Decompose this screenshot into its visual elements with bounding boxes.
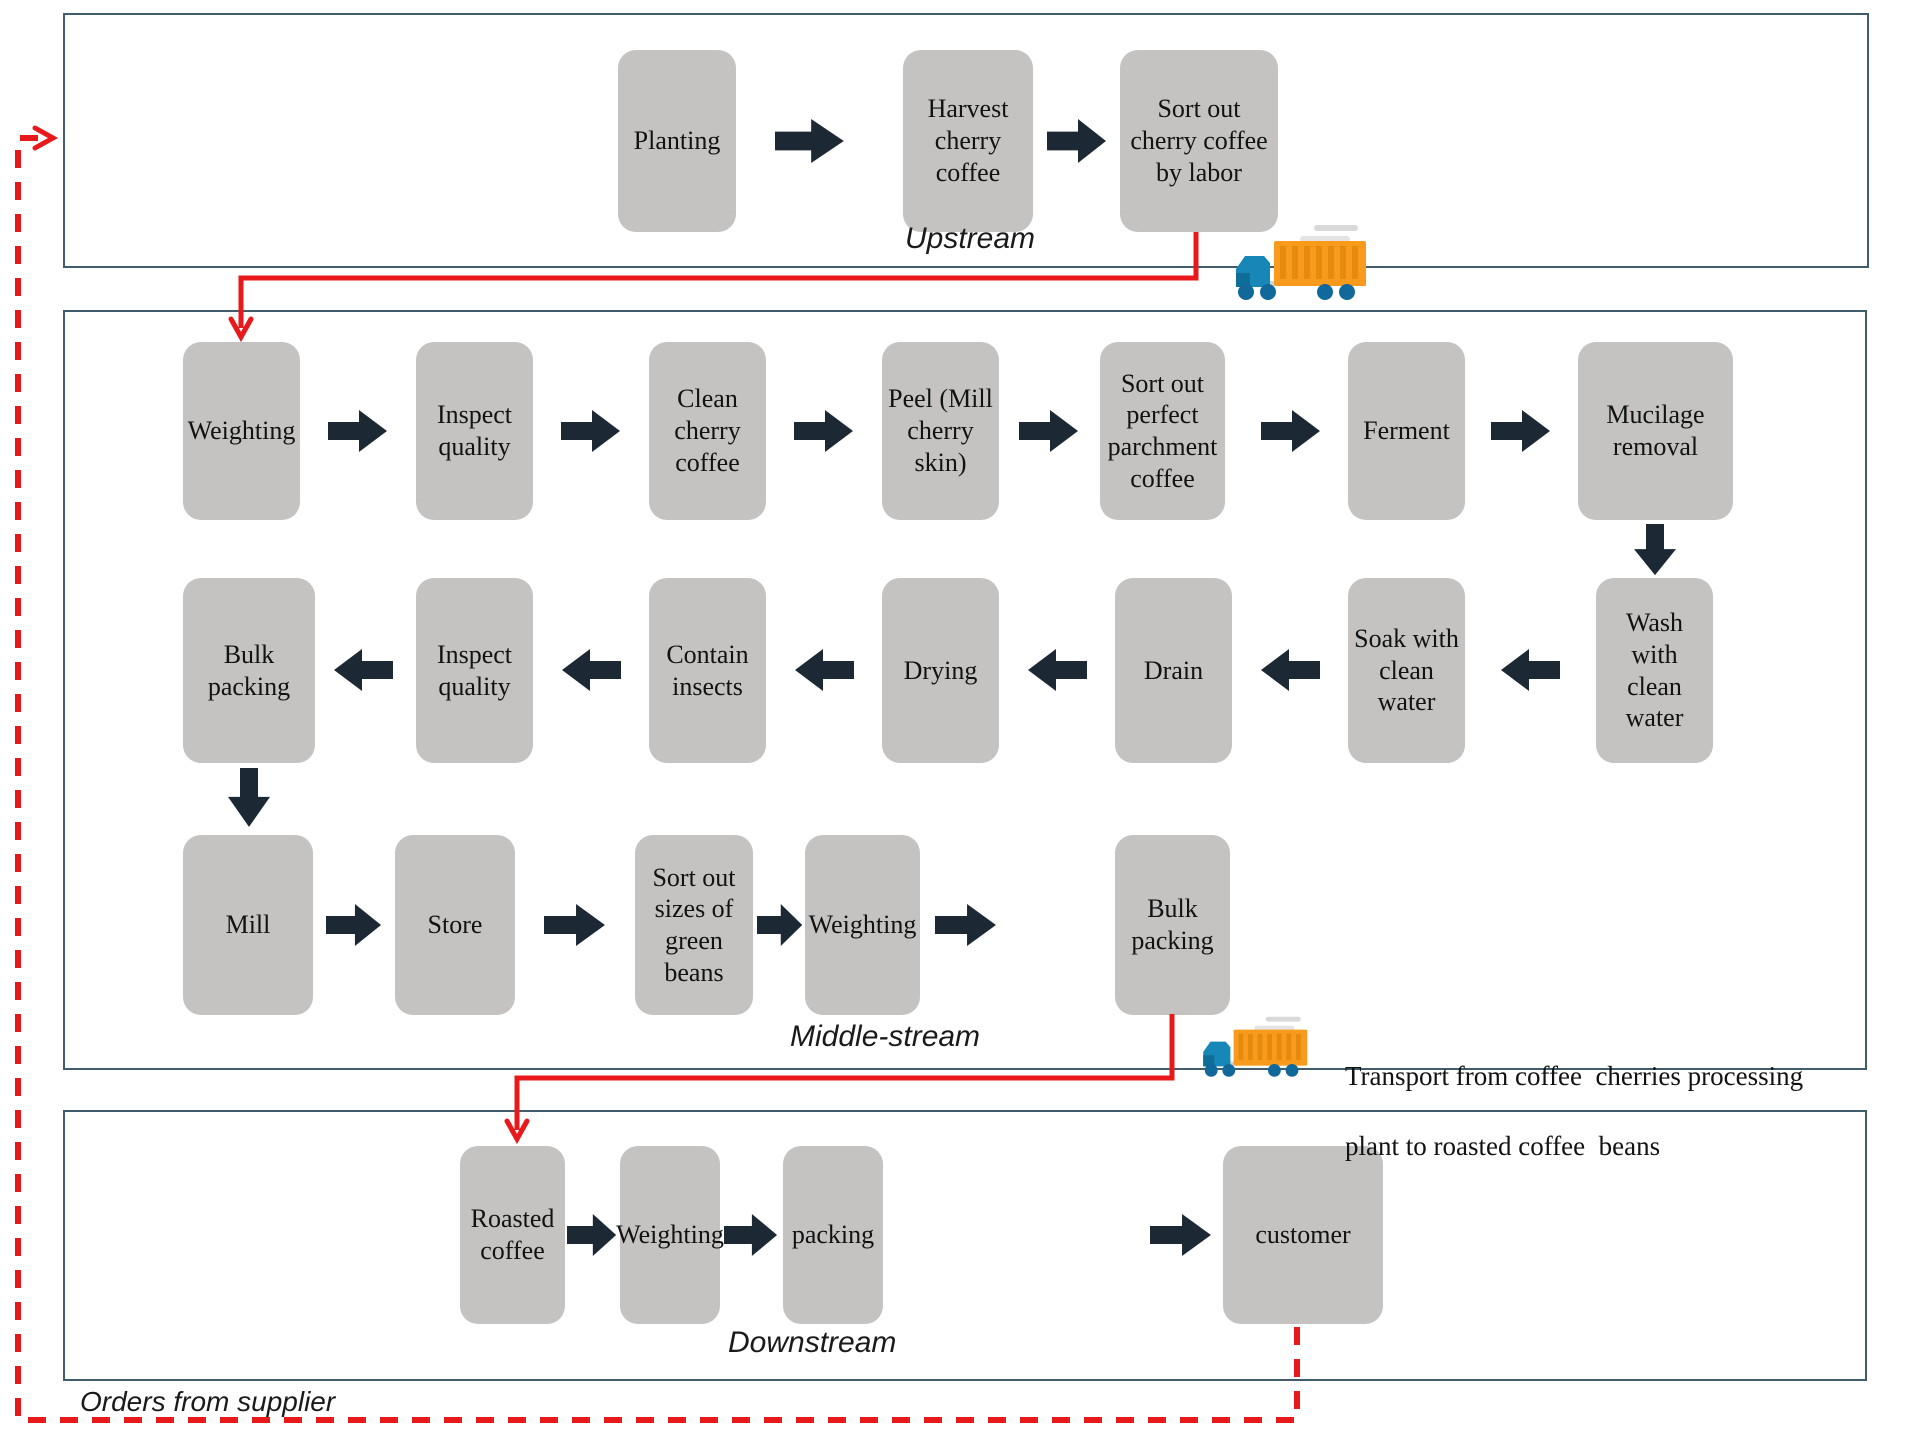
process-node-roasted-coffee: Roasted coffee — [460, 1146, 565, 1324]
node-label: packing — [791, 1220, 875, 1250]
process-node-weighting-1: Weighting — [183, 342, 300, 520]
flow-arrow-right — [1261, 410, 1320, 452]
process-node-planting: Planting — [618, 50, 736, 232]
flow-arrow-right — [326, 904, 382, 946]
process-node-mill: Mill — [183, 835, 313, 1015]
node-label: Drying — [903, 655, 978, 685]
node-label: Wash with clean water — [1625, 608, 1684, 733]
flow-arrow-right — [724, 1214, 778, 1256]
node-label: Weighting — [616, 1220, 724, 1250]
upstream-label: Upstream — [905, 222, 1036, 255]
process-node-clean-cherry: Clean cherry coffee — [649, 342, 766, 520]
transport-note-line2: plant to roasted coffee beans — [1345, 1131, 1661, 1162]
flow-arrow-right — [935, 904, 996, 946]
flow-arrow-right — [1150, 1214, 1211, 1256]
flow-arrow-left — [334, 649, 393, 691]
flow-arrow-right — [544, 904, 605, 946]
downstream-label: Downstream — [728, 1326, 897, 1359]
truck-icon — [1203, 1016, 1308, 1077]
orders-from-supplier-label: Orders from supplier — [80, 1386, 336, 1417]
node-label: Sort out cherry coffee by labor — [1130, 94, 1268, 187]
flow-arrow-right — [1019, 410, 1078, 452]
flow-arrow-left — [795, 649, 854, 691]
flow-arrow-left — [1261, 649, 1320, 691]
flow-arrow-right — [567, 1214, 617, 1256]
process-node-soak-water: Soak with clean water — [1348, 578, 1465, 763]
node-label: Bulk packing — [207, 639, 291, 701]
middle-stream-label: Middle-stream — [790, 1020, 981, 1053]
flow-arrow-right — [328, 410, 387, 452]
process-node-wash-water: Wash with clean water — [1596, 578, 1713, 763]
process-node-drain: Drain — [1115, 578, 1232, 763]
process-node-inspect-quality-2: Inspect quality — [416, 578, 533, 763]
node-label: Harvest cherry coffee — [927, 94, 1009, 187]
process-node-ferment: Ferment — [1348, 342, 1465, 520]
node-label: Weighting — [187, 416, 296, 446]
process-node-mucilage-removal: Mucilage removal — [1578, 342, 1733, 520]
process-node-sort-by-labor: Sort out cherry coffee by labor — [1120, 50, 1278, 232]
flow-arrow-right — [1491, 410, 1550, 452]
node-label: Bulk packing — [1131, 894, 1214, 955]
process-node-bulk-packing-1: Bulk packing — [183, 578, 315, 763]
flow-arrow-right — [561, 410, 620, 452]
node-label: Roasted coffee — [470, 1204, 555, 1265]
node-label: Mill — [225, 910, 271, 940]
process-node-inspect-quality-1: Inspect quality — [416, 342, 533, 520]
node-label: Inspect quality — [436, 400, 513, 461]
process-node-contain-insects: Contain insects — [649, 578, 766, 763]
node-label: Contain insects — [666, 639, 749, 701]
node-label: Weighting — [808, 910, 917, 940]
process-node-sort-parchment: Sort out perfect parchment coffee — [1100, 342, 1225, 520]
node-label: Mucilage removal — [1606, 400, 1705, 461]
node-label: Peel (Mill cherry skin) — [888, 384, 993, 477]
node-label: Sort out perfect parchment coffee — [1107, 368, 1218, 493]
flow-arrow-left — [1028, 649, 1087, 691]
transport-note: Transport from coffee cherries processin… — [1318, 1024, 1918, 1199]
node-label: Soak with clean water — [1354, 623, 1459, 717]
truck-icon — [1236, 225, 1366, 300]
node-label: customer — [1255, 1220, 1351, 1250]
node-label: Clean cherry coffee — [674, 384, 741, 477]
process-node-peel: Peel (Mill cherry skin) — [882, 342, 999, 520]
process-node-drying: Drying — [882, 578, 999, 763]
process-node-bulk-packing-2: Bulk packing — [1115, 835, 1230, 1015]
process-node-store: Store — [395, 835, 515, 1015]
process-node-harvest: Harvest cherry coffee — [903, 50, 1033, 232]
flow-arrow-down — [228, 768, 270, 827]
node-label: Planting — [633, 126, 721, 156]
flow-arrow-left — [1501, 649, 1560, 691]
process-node-sort-sizes: Sort out sizes of green beans — [635, 835, 753, 1015]
flow-arrow-right — [757, 904, 803, 946]
flow-arrow-right — [775, 119, 844, 163]
flow-arrow-down — [1634, 524, 1676, 576]
flow-arrow-right — [794, 410, 853, 452]
node-label: Sort out sizes of green beans — [652, 862, 736, 987]
process-node-weighting-3: Weighting — [616, 1146, 724, 1324]
process-node-packing: packing — [783, 1146, 883, 1324]
flow-arrow-right — [1047, 119, 1106, 163]
flow-arrow-left — [562, 649, 621, 691]
node-label: Ferment — [1363, 416, 1450, 446]
node-label: Drain — [1143, 655, 1204, 685]
node-label: Inspect quality — [436, 639, 513, 701]
transport-note-line1: Transport from coffee cherries processin… — [1345, 1061, 1804, 1092]
node-label: Store — [427, 910, 483, 940]
process-node-weighting-2: Weighting — [805, 835, 920, 1015]
